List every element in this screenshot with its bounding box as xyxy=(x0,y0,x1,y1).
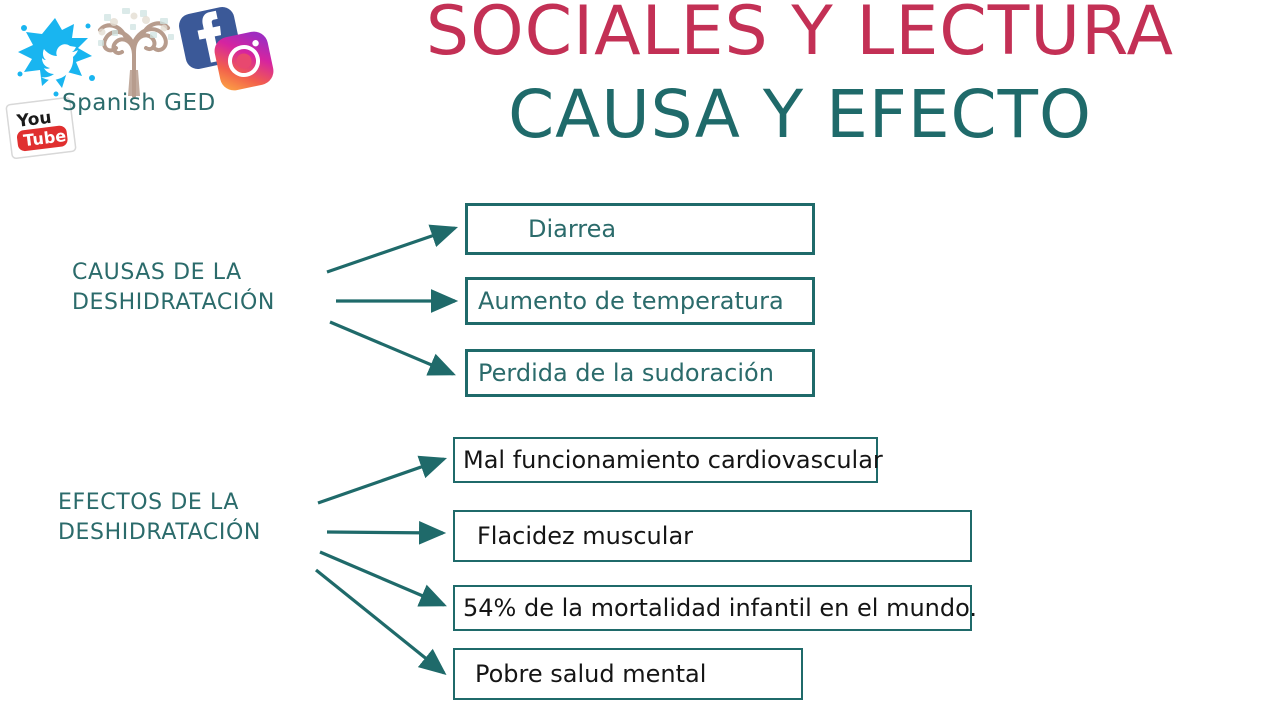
twitter-splash-icon xyxy=(17,18,95,97)
group-label-causes: CAUSAS DE LA DESHIDRATACIÓN xyxy=(72,260,275,315)
cause-box-sudoracion[interactable]: Perdida de la sudoración xyxy=(465,349,815,397)
tree-logo xyxy=(98,8,174,98)
cause-box-temperatura[interactable]: Aumento de temperatura xyxy=(465,277,815,325)
page-subtitle: CAUSA Y EFECTO xyxy=(508,76,1092,153)
effect-box-mortalidad[interactable]: 54% de la mortalidad infantil en el mund… xyxy=(453,585,977,631)
effect-label: 54% de la mortalidad infantil en el mund… xyxy=(463,594,978,622)
effect-label: Mal funcionamiento cardiovascular xyxy=(463,446,883,474)
arrow-effects-4 xyxy=(314,568,447,676)
effect-box-cardiovascular[interactable]: Mal funcionamiento cardiovascular xyxy=(453,437,883,483)
arrow-effects-3 xyxy=(319,550,447,607)
arrow-causes-3 xyxy=(329,320,456,376)
youtube-icon[interactable]: You Tube xyxy=(5,96,77,160)
brand-logo-cluster: You Tube Spanish GED xyxy=(0,0,300,170)
cause-label: Diarrea xyxy=(528,215,617,243)
effect-box-flacidez[interactable]: Flacidez muscular xyxy=(453,510,972,562)
effect-box-salud-mental[interactable]: Pobre salud mental xyxy=(453,648,803,700)
brand-name: Spanish GED xyxy=(62,90,216,116)
cause-label: Perdida de la sudoración xyxy=(478,359,774,387)
instagram-icon[interactable] xyxy=(210,27,279,96)
cause-label: Aumento de temperatura xyxy=(478,287,784,315)
page-title: SOCIALES Y LECTURA xyxy=(425,0,1175,71)
cause-box-diarrea[interactable]: Diarrea xyxy=(465,203,815,255)
arrow-effects-2 xyxy=(326,520,447,545)
group-label-effects: EFECTOS DE LA DESHIDRATACIÓN xyxy=(58,490,261,545)
arrow-causes-1 xyxy=(326,224,459,274)
effect-label: Pobre salud mental xyxy=(475,660,707,688)
effect-label: Flacidez muscular xyxy=(477,522,694,550)
